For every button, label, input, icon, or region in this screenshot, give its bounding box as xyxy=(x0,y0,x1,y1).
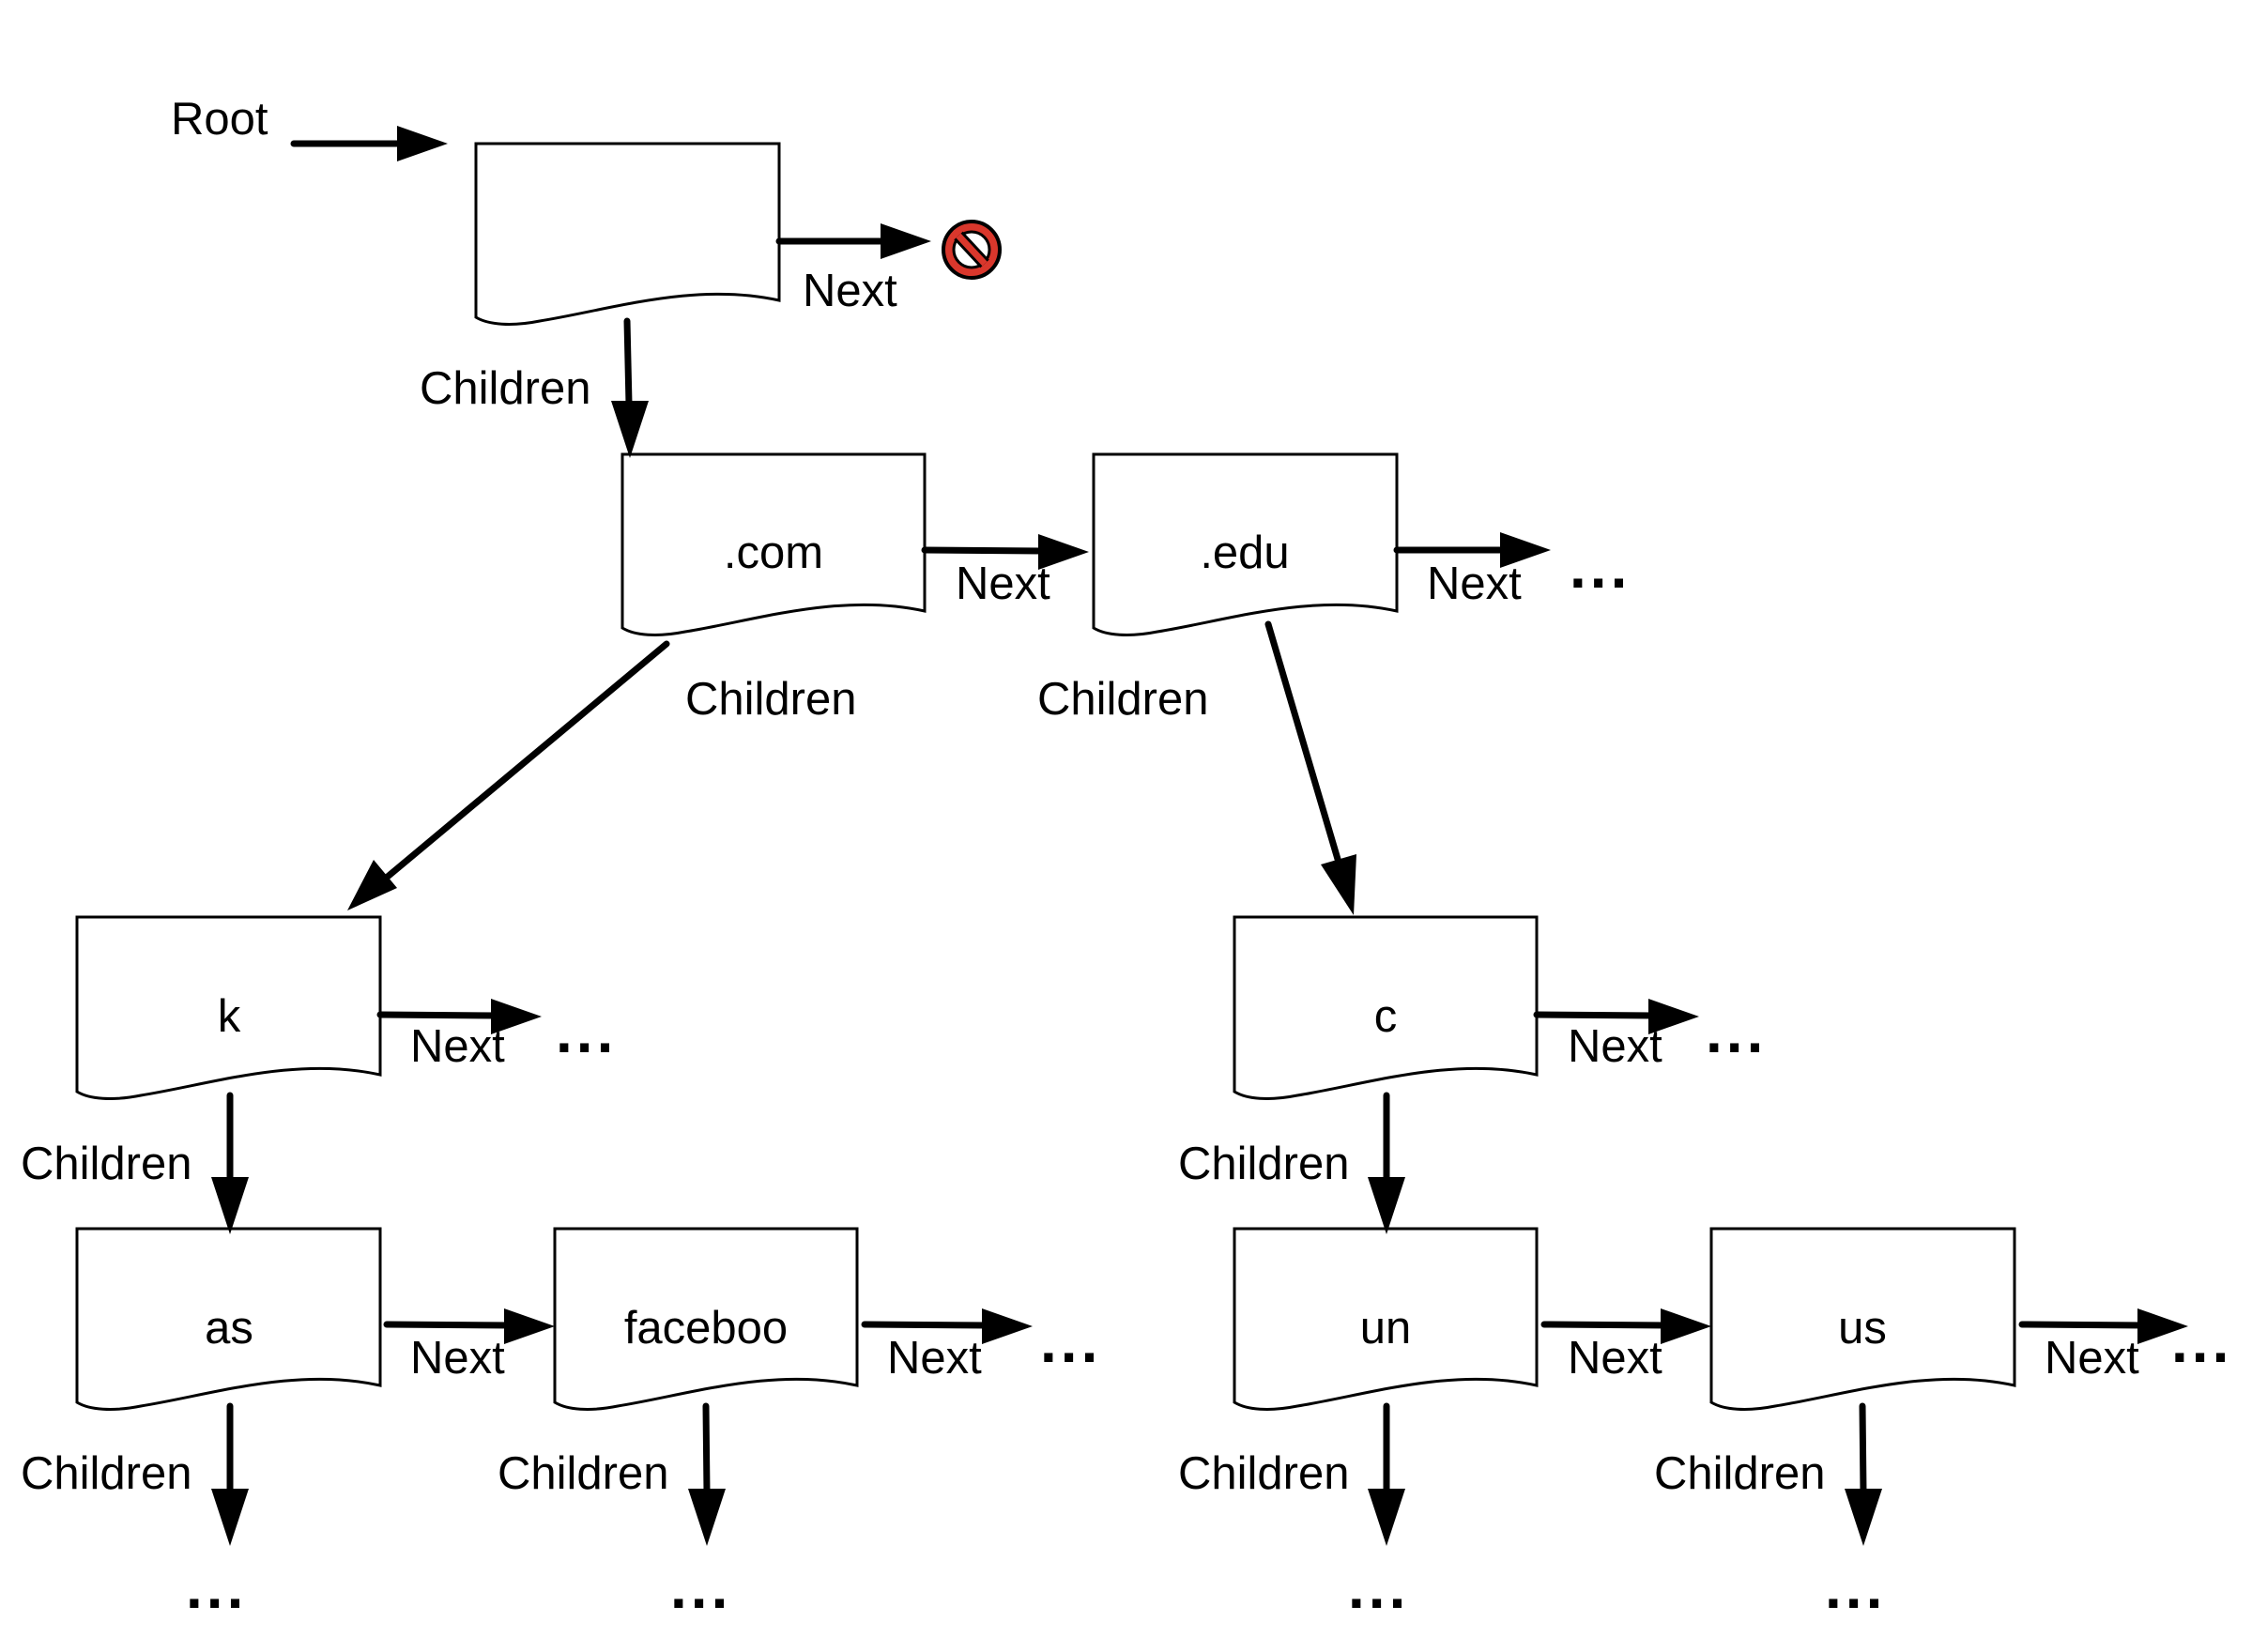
next-label-c: Next xyxy=(1568,1021,1662,1072)
node-as: as xyxy=(75,1227,382,1411)
node-un-shape xyxy=(1233,1227,1539,1411)
ellipsis-as-children: ... xyxy=(186,1553,247,1621)
arrow-edu-next xyxy=(1393,532,1551,568)
node-edu-label: .edu xyxy=(1200,528,1289,578)
arrow-faceboo-next xyxy=(861,1308,1033,1344)
node-un-label: un xyxy=(1360,1303,1412,1354)
ellipsis-us-children: ... xyxy=(1825,1553,1886,1621)
node-un: un xyxy=(1233,1227,1539,1411)
root-label: Root xyxy=(171,94,268,145)
children-label-us: Children xyxy=(1654,1448,1825,1499)
next-label-faceboo: Next xyxy=(887,1333,982,1384)
node-us: us xyxy=(1709,1227,2016,1411)
node-com-shape xyxy=(620,452,927,636)
node-com: .com xyxy=(620,452,927,636)
arrow-com-next xyxy=(921,534,1089,570)
node-as-shape xyxy=(75,1227,382,1411)
next-label-un: Next xyxy=(1568,1333,1662,1384)
arrow-us-children xyxy=(1845,1402,1882,1546)
next-label-k: Next xyxy=(410,1021,505,1072)
arrow-root-next xyxy=(775,223,931,259)
node-com-label: .com xyxy=(724,528,823,578)
arrow-faceboo-children xyxy=(688,1402,726,1546)
node-edu-shape xyxy=(1092,452,1399,636)
ellipsis-us-next: ... xyxy=(2171,1308,2232,1375)
node-faceboo: faceboo xyxy=(553,1227,859,1411)
children-label-faceboo: Children xyxy=(498,1448,668,1499)
node-k-shape xyxy=(75,915,382,1100)
node-as-label: as xyxy=(205,1303,253,1354)
arrow-com-children xyxy=(347,640,670,910)
arrow-root-children xyxy=(611,317,649,458)
children-label-c: Children xyxy=(1178,1139,1349,1189)
next-label-as: Next xyxy=(410,1333,505,1384)
node-root xyxy=(474,142,781,326)
arrow-un-children xyxy=(1368,1402,1405,1546)
arrow-c-children xyxy=(1368,1092,1405,1234)
ellipsis-k-next: ... xyxy=(556,998,617,1065)
node-faceboo-shape xyxy=(553,1227,859,1411)
children-label-root: Children xyxy=(420,363,590,414)
arrow-root-pointer xyxy=(290,126,448,161)
arrow-us-next xyxy=(2018,1308,2188,1344)
next-label-edu: Next xyxy=(1427,558,1522,609)
ellipsis-faceboo-children: ... xyxy=(670,1553,731,1621)
arrow-as-children xyxy=(211,1402,249,1546)
node-edu: .edu xyxy=(1092,452,1399,636)
node-root-shape xyxy=(474,142,781,326)
arrow-k-next xyxy=(376,999,542,1034)
next-label-com: Next xyxy=(956,558,1050,609)
arrow-k-children xyxy=(211,1092,249,1234)
children-label-un: Children xyxy=(1178,1448,1349,1499)
node-us-shape xyxy=(1709,1227,2016,1411)
ellipsis-un-children: ... xyxy=(1348,1553,1409,1621)
ellipsis-c-next: ... xyxy=(1706,998,1767,1065)
node-faceboo-label: faceboo xyxy=(624,1303,788,1354)
arrow-as-next xyxy=(383,1308,555,1344)
ellipsis-edu-next: ... xyxy=(1570,533,1631,601)
node-k-label: k xyxy=(218,991,241,1042)
no-entry-icon xyxy=(942,220,1002,280)
node-us-label: us xyxy=(1838,1303,1887,1354)
children-label-k: Children xyxy=(21,1139,191,1189)
arrow-un-next xyxy=(1540,1308,1711,1344)
children-label-edu: Children xyxy=(1037,674,1208,725)
next-label-us: Next xyxy=(2045,1333,2139,1384)
children-label-com: Children xyxy=(685,674,856,725)
node-c-label: c xyxy=(1374,991,1398,1042)
children-label-as: Children xyxy=(21,1448,191,1499)
arrow-edu-children xyxy=(1264,620,1356,915)
arrow-c-next xyxy=(1533,999,1699,1034)
node-c: c xyxy=(1233,915,1539,1100)
node-c-shape xyxy=(1233,915,1539,1100)
next-label-root: Next xyxy=(803,266,897,316)
ellipsis-faceboo-next: ... xyxy=(1040,1308,1101,1375)
node-k: k xyxy=(75,915,382,1100)
